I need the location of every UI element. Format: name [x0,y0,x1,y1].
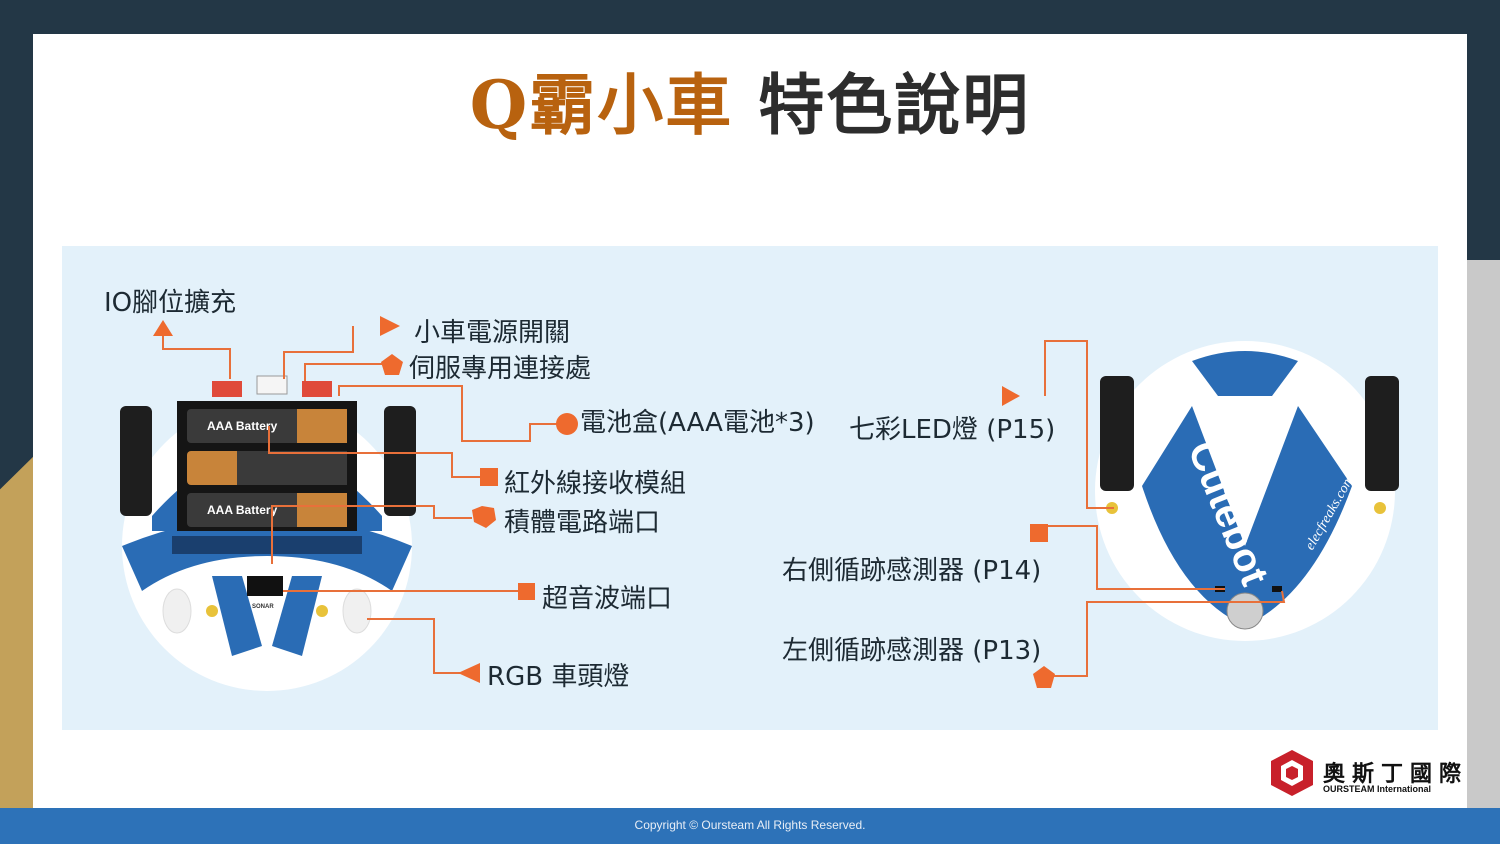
pentagon-marker-2 [1033,666,1055,688]
label-sonar-port: 超音波端口 [542,584,673,614]
page-title: Q霸小車 特色說明 [33,52,1467,148]
logo-name: 奧斯丁國際 [1323,762,1469,787]
label-color-led: 七彩LED燈 (P15) [849,415,1056,445]
hexagon-marker [472,506,496,528]
arrow-right-marker-2 [1002,386,1020,406]
label-battery-box: 電池盒(AAA電池*3) [580,408,815,438]
company-logo: 奧斯丁國際 OURSTEAM International [1269,748,1469,802]
label-power-switch: 小車電源開關 [414,318,571,348]
battery-label-2: AAA Battery [207,503,278,517]
label-ir-receiver: 紅外線接收模組 [504,469,687,499]
pentagon-marker [381,354,403,375]
circle-marker [556,413,578,435]
feature-diagram: AAA Battery AAA Battery SONAR Cutebot el… [62,246,1438,730]
copyright-text: Copyright © Oursteam All Rights Reserved… [634,818,866,832]
square-marker [480,468,498,486]
label-rgb-headlight: RGB 車頭燈 [487,662,630,692]
title-product: Q霸小車 [469,66,734,144]
square-marker-2 [518,583,535,600]
footer-bar: Copyright © Oursteam All Rights Reserved… [0,808,1500,844]
title-subject: 特色說明 [758,66,1031,144]
label-io-expand: IO腳位擴充 [104,288,237,318]
battery-label-1: AAA Battery [207,419,278,433]
logo-subtitle: OURSTEAM International [1323,784,1432,794]
label-right-tracker: 右側循跡感測器 (P14) [782,556,1042,586]
car-front-view [1095,341,1399,641]
square-marker-3 [1030,524,1048,542]
car-top-view [120,375,416,691]
cube-logo-icon [1271,750,1313,796]
label-left-tracker: 左側循跡感測器 (P13) [782,636,1042,666]
arrow-up-marker [153,320,173,336]
label-servo-connector: 伺服專用連接處 [409,354,592,384]
diagram-graphics: AAA Battery AAA Battery SONAR Cutebot el… [120,316,1399,691]
arrow-left-marker [458,663,480,683]
label-ic-port: 積體電路端口 [504,508,661,538]
sonar-text: SONAR [252,604,274,610]
slide: Q霸小車 特色說明 [33,34,1467,808]
arrow-right-marker [380,316,400,336]
